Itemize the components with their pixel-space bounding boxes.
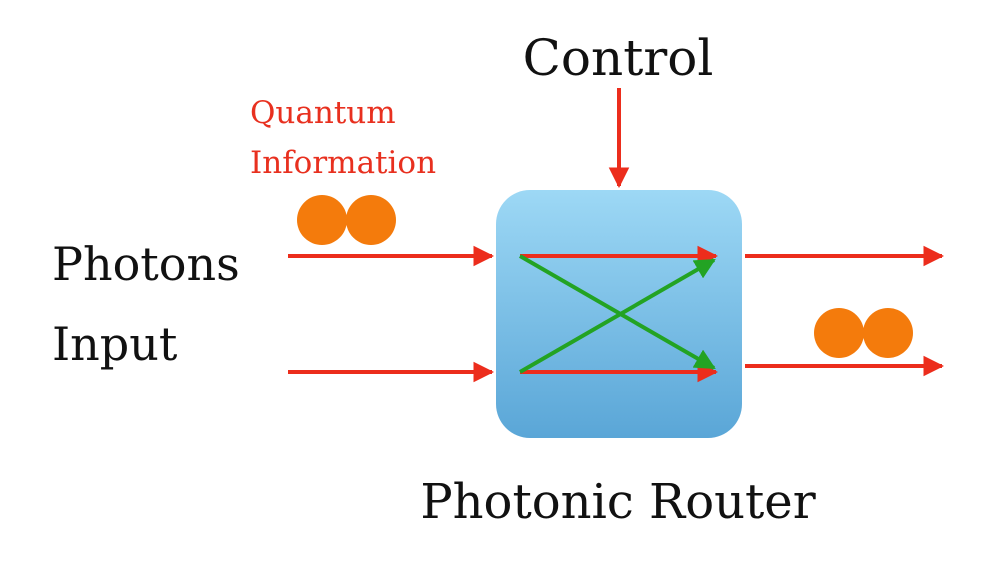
photon-input-2: [346, 195, 396, 245]
crossing-path-down: [519, 254, 716, 370]
photons-label-line2: Input: [52, 317, 178, 371]
crossing-path-up: [519, 258, 716, 374]
photon-output-1: [814, 308, 864, 358]
photon-output-2: [863, 308, 913, 358]
photon-input-1: [297, 195, 347, 245]
router-label: Photonic Router: [420, 474, 815, 530]
quantum-label-line2: Information: [250, 145, 436, 181]
quantum-label-line1: Quantum: [250, 95, 396, 131]
control-label: Control: [523, 29, 714, 87]
photons-label-line1: Photons: [52, 237, 240, 291]
